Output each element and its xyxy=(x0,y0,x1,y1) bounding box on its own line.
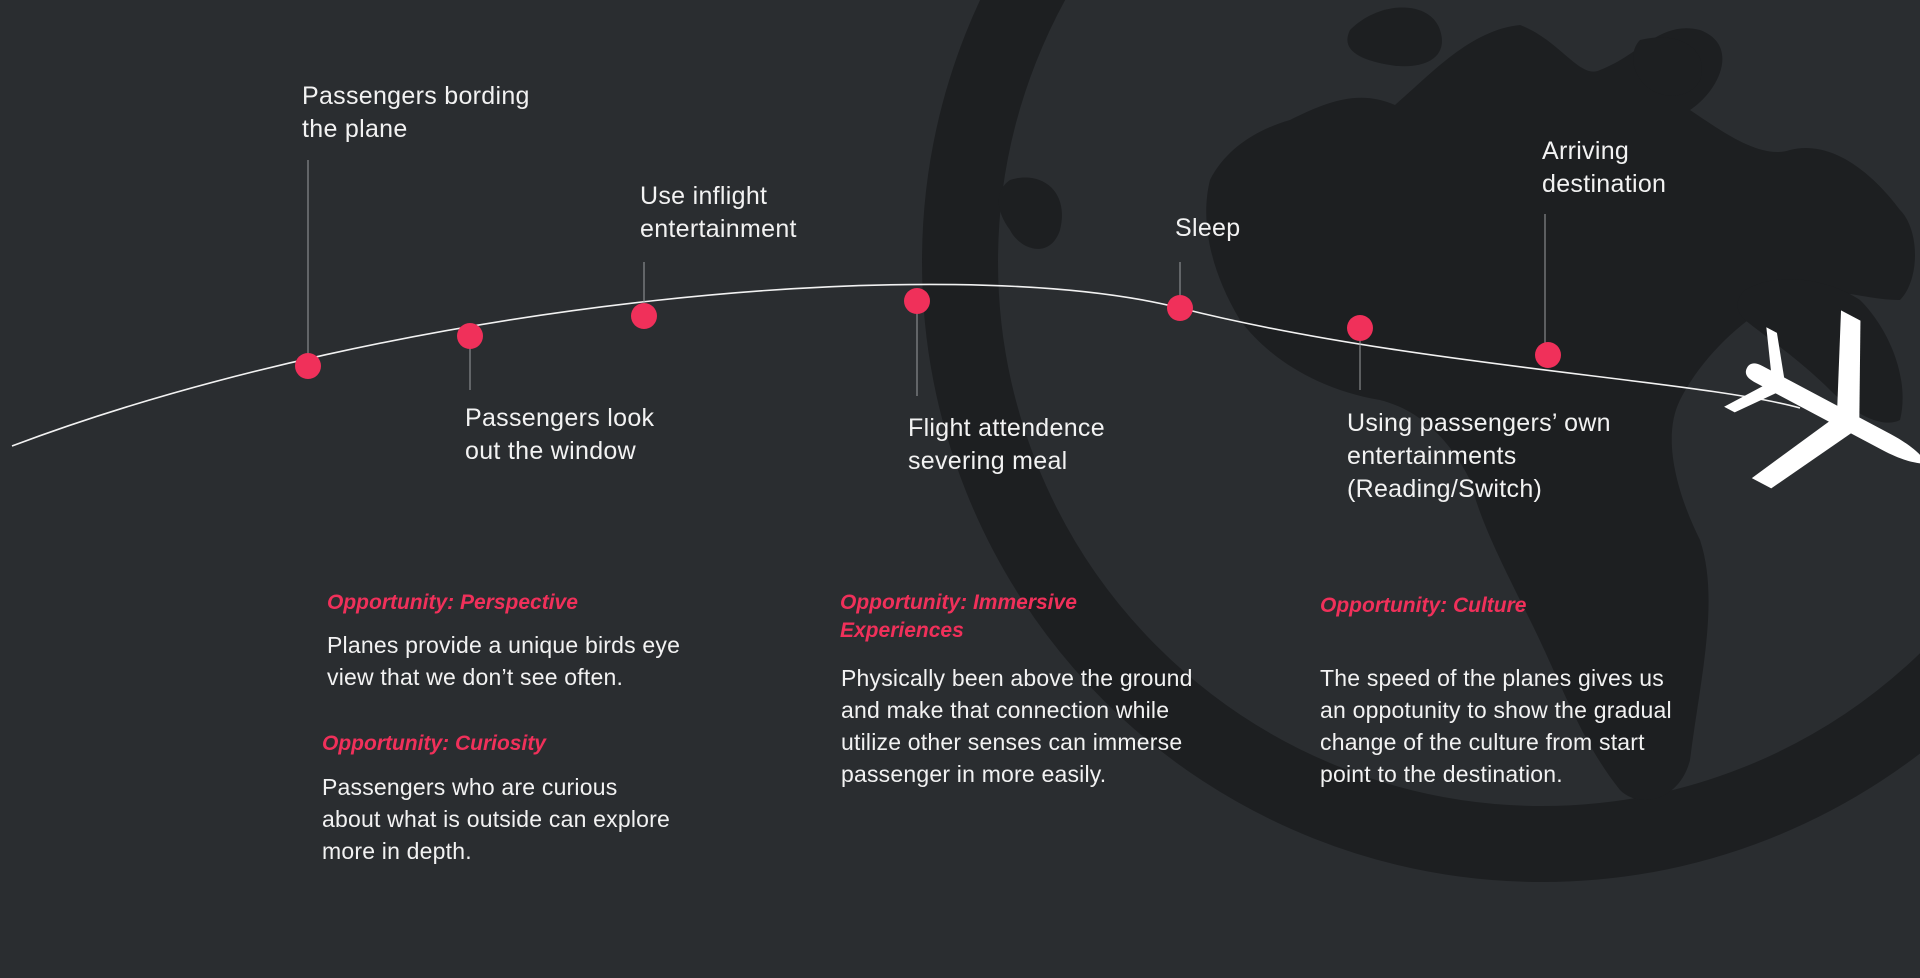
flight-path xyxy=(11,283,1801,447)
stage-label-arriving: Arriving destination xyxy=(1542,137,1667,198)
stage-label-sleep: Sleep xyxy=(1175,214,1241,242)
opportunity-body-curiosity: Passengers who are curious about what is… xyxy=(322,774,670,864)
marker-arriving xyxy=(1535,342,1561,368)
stage-label-meal: Flight attendence severing meal xyxy=(908,414,1105,475)
marker-entertainment xyxy=(631,303,657,329)
stage-label-entertainment: Use inflight entertainment xyxy=(640,182,797,243)
marker-meal xyxy=(904,288,930,314)
stage-label-boarding: Passengers bording the plane xyxy=(302,82,530,143)
globe-landmass-right xyxy=(1737,279,1903,423)
marker-sleep xyxy=(1167,295,1193,321)
opportunity-title-perspective: Opportunity: Perspective xyxy=(327,591,578,614)
opportunity-body-immersive: Physically been above the ground and mak… xyxy=(841,665,1193,787)
opportunity-title-curiosity: Opportunity: Curiosity xyxy=(322,732,546,755)
airplane-icon xyxy=(1724,310,1920,489)
opportunity-title-culture: Opportunity: Culture xyxy=(1320,594,1527,617)
opportunity-title-immersive: Opportunity: Immersive Experiences xyxy=(840,591,1077,642)
globe-continent xyxy=(1206,25,1915,800)
opportunity-body-culture: The speed of the planes gives us an oppo… xyxy=(1320,665,1672,787)
globe-island-left xyxy=(998,177,1062,249)
globe-island-upper-right xyxy=(1633,37,1702,96)
opportunity-body-perspective: Planes provide a unique birds eye view t… xyxy=(327,632,681,690)
globe-island-top xyxy=(1347,7,1442,67)
stage-label-window: Passengers look out the window xyxy=(465,404,655,465)
stage-label-own-entertainment: Using passengers’ own entertainments (Re… xyxy=(1347,409,1611,503)
marker-own-entertainment xyxy=(1347,315,1373,341)
marker-window xyxy=(457,323,483,349)
globe-ring xyxy=(922,0,1920,882)
marker-boarding xyxy=(295,353,321,379)
